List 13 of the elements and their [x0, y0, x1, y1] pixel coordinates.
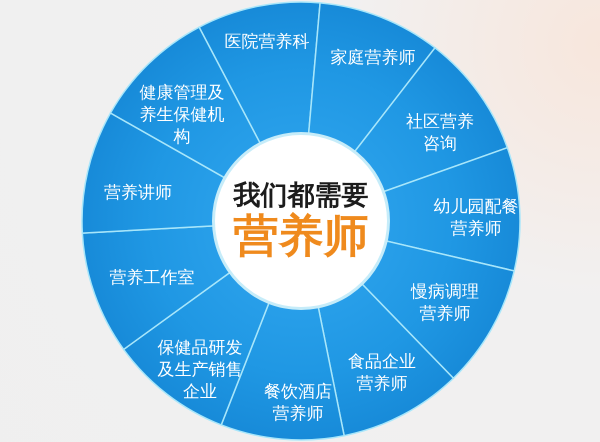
- segment-label: 家庭营养师: [330, 46, 416, 70]
- segment-label: 餐饮酒店营养师: [263, 380, 333, 426]
- segment-label: 慢病调理营养师: [410, 280, 480, 326]
- segment-label: 幼儿园配餐营养师: [432, 196, 520, 240]
- segment-label: 营养讲师: [104, 182, 172, 204]
- title-text: 营养师: [234, 210, 368, 262]
- heading-text: 我们都需要: [234, 180, 368, 211]
- segment-label: 医院营养科: [224, 30, 310, 54]
- segment-label: 社区营养咨询: [405, 110, 475, 156]
- segment-label: 营养工作室: [110, 266, 194, 290]
- segment-label: 健康管理及养生保健机构: [138, 82, 226, 148]
- segment-label: 保健品研发及生产销售企业: [156, 336, 244, 404]
- segment-label: 食品企业营养师: [347, 350, 417, 396]
